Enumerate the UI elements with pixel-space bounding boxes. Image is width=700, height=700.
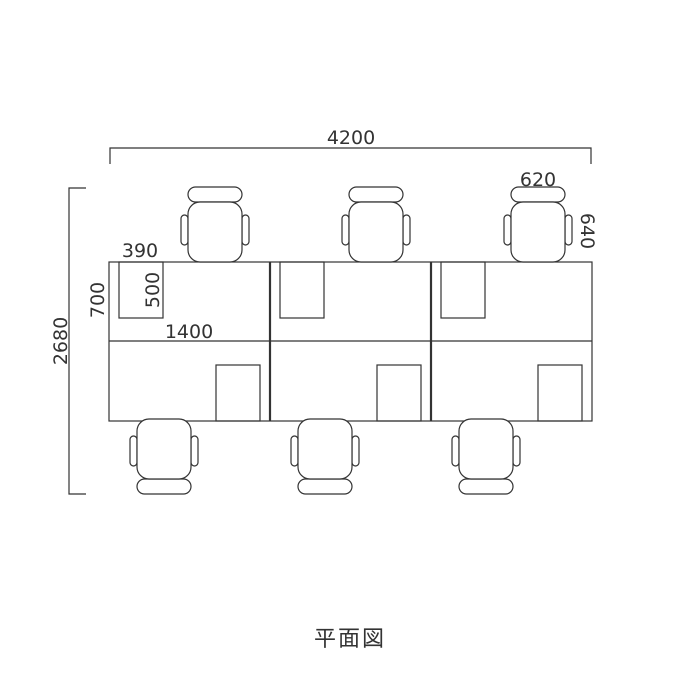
chair [451,418,521,495]
total-width-label: 4200 [327,127,375,149]
total-depth-dimension: 2680 [50,187,86,495]
chair-depth-label: 640 [576,213,598,249]
chairs-bottom-row [129,418,521,495]
cabinet-width-label: 390 [122,240,158,262]
cabinet [215,364,261,422]
total-width-dimension: 4200 [109,127,592,164]
cabinet [440,261,486,319]
cabinet [279,261,325,319]
total-depth-label: 2680 [50,317,72,365]
desk-depth-label: 700 [87,282,109,318]
cabinet [376,364,422,422]
chair [290,418,360,495]
desk-width-label: 1400 [165,321,213,343]
desk-block [108,261,593,422]
cabinet-depth-label: 500 [142,272,164,308]
chairs-top-row [180,186,573,263]
plan-caption: 平面図 [314,627,386,652]
cabinet [537,364,583,422]
cabinet [118,261,164,319]
chair [341,186,411,263]
chair [503,186,573,263]
chair [129,418,199,495]
chair [180,186,250,263]
chair-width-label: 620 [520,169,556,191]
